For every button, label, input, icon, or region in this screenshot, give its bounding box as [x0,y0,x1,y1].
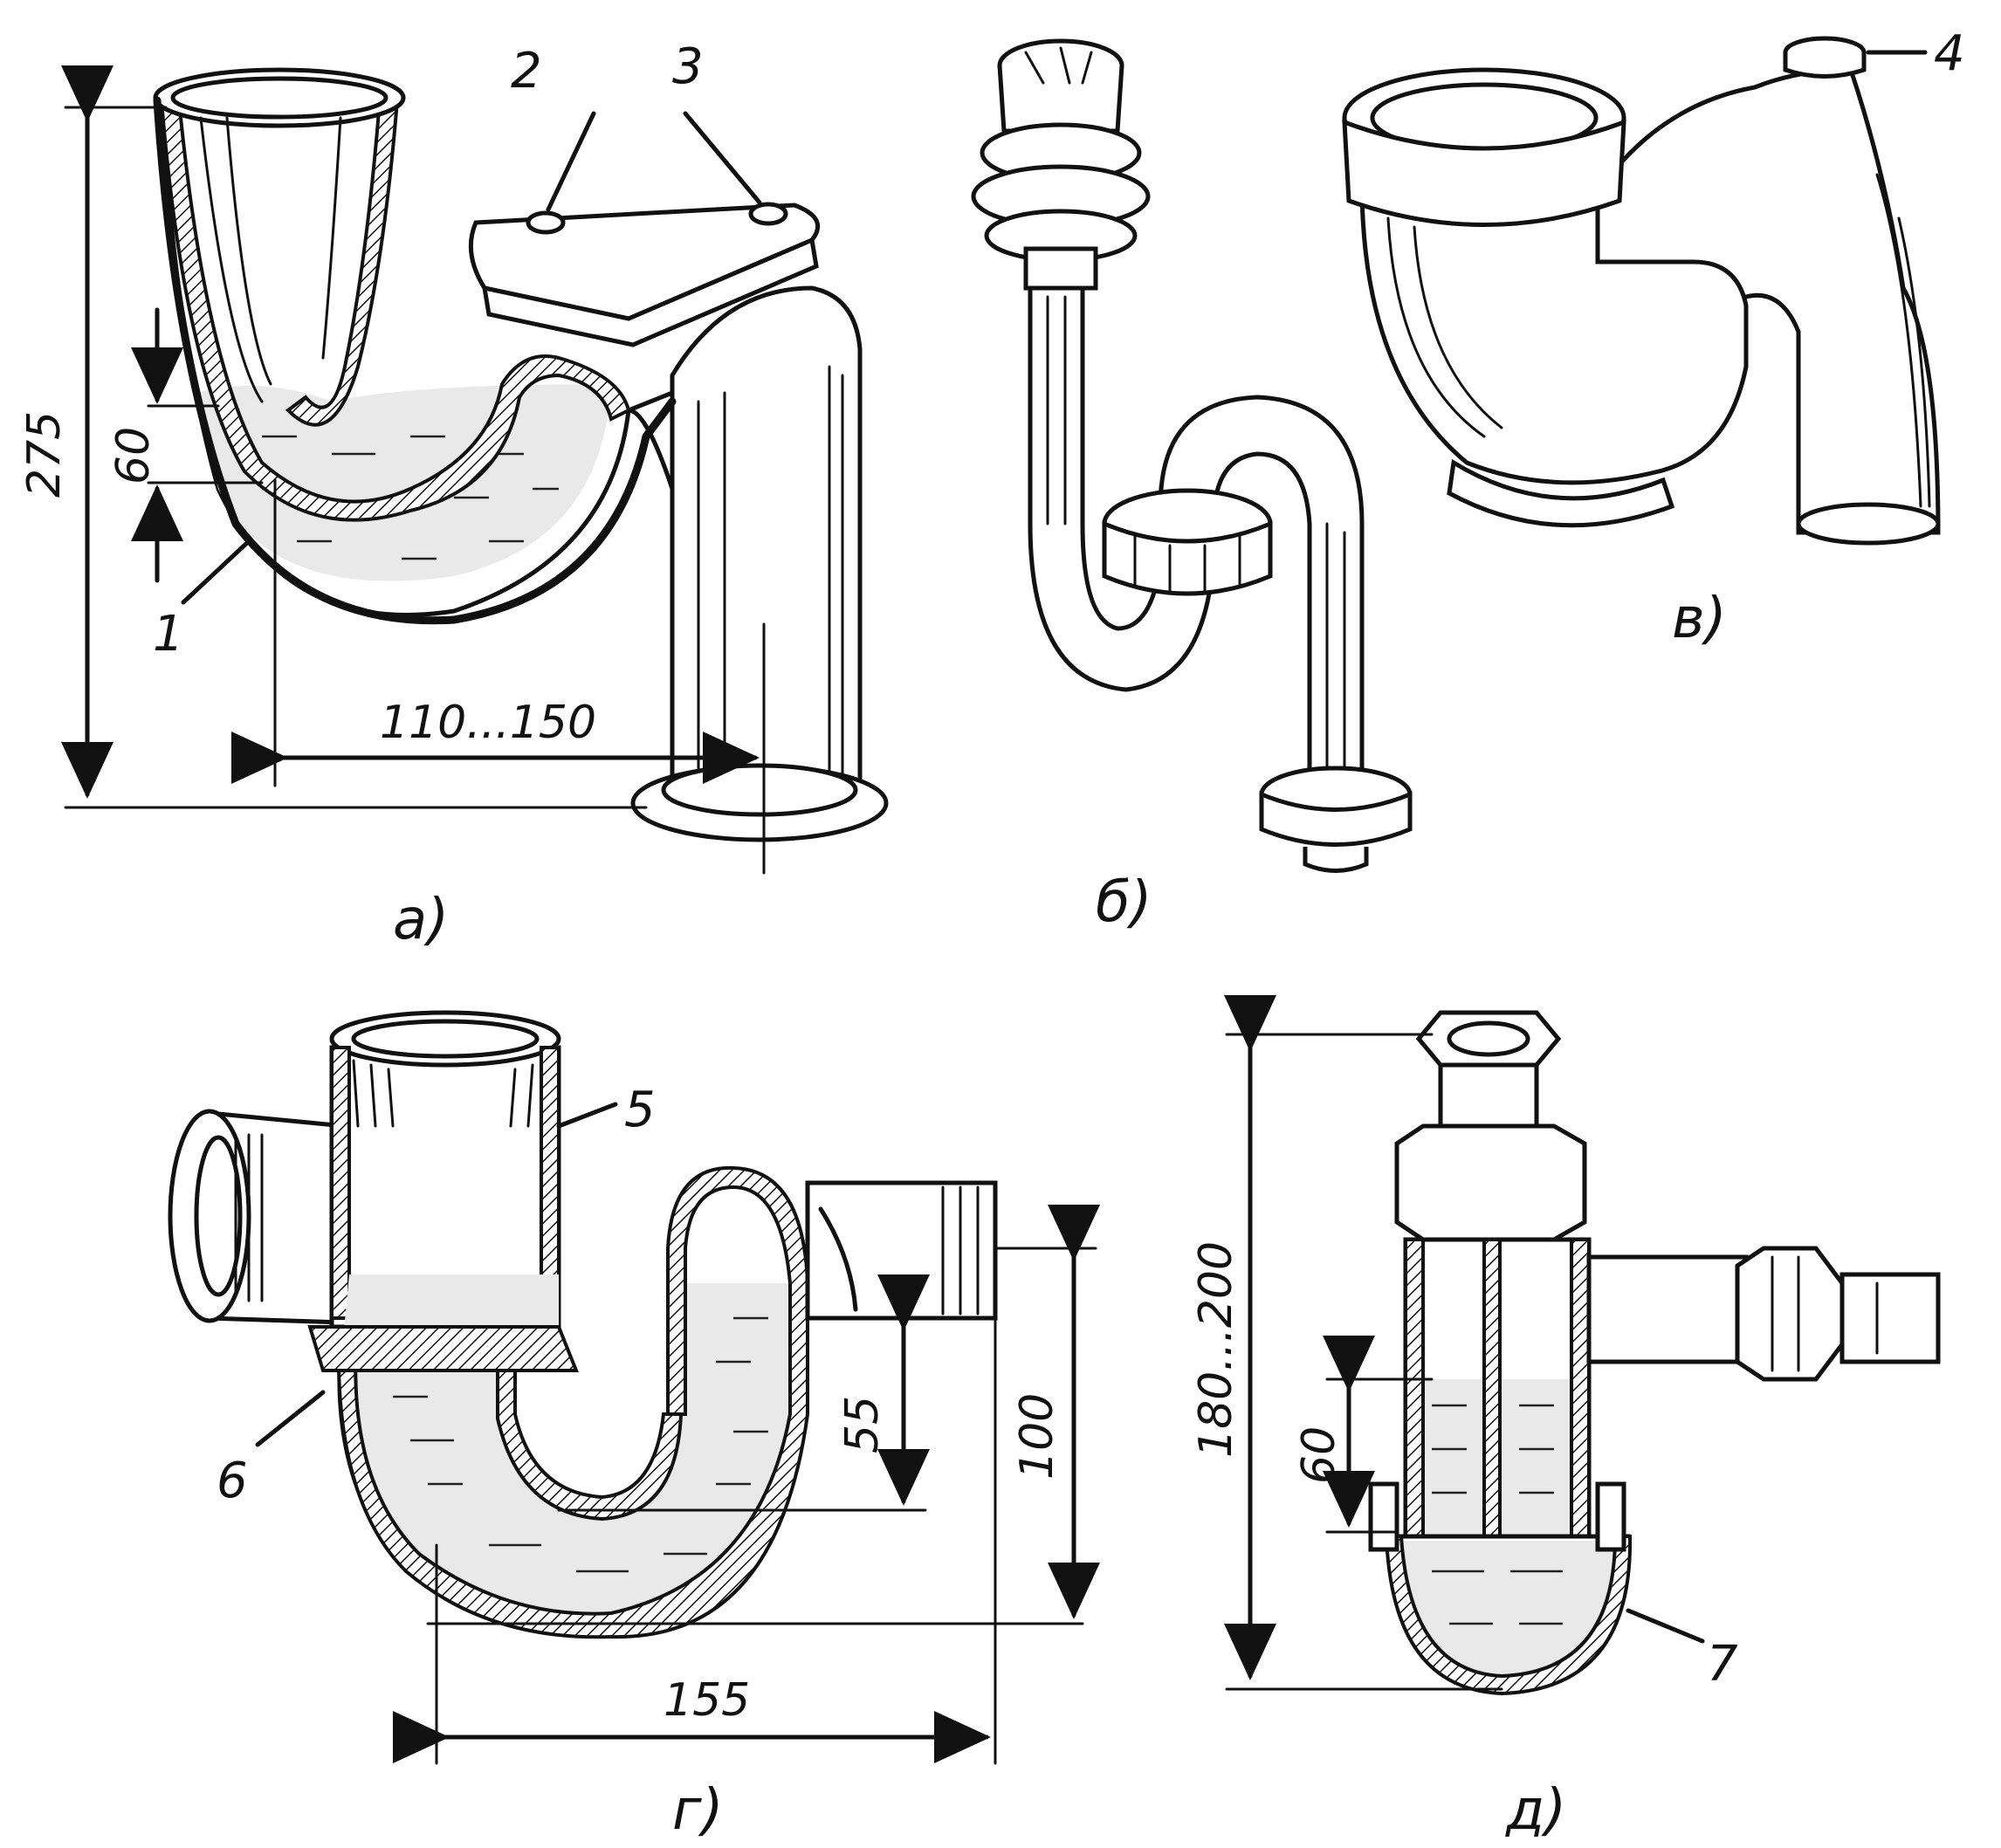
panel-b-caption: б) [1096,870,1152,935]
panel-b-siphon: б) [971,38,1413,935]
panel-g-siphon: 55 100 155 5 6 г) [168,1010,1100,1843]
panel-a-caption: а) [393,888,449,952]
panel-a-callout-3: 3 [672,38,704,95]
panel-g-dim-seal: 55 [836,1396,889,1453]
panel-d-dim-seal: 60 [1293,1426,1345,1484]
panel-v-callout-4: 4 [1934,25,1965,82]
panel-g-water-lines [384,1316,768,1573]
panel-a-dim-offset: 110...150 [380,697,596,749]
panel-d-callout-7: 7 [1707,1636,1738,1693]
panel-g-dim-height: 100 [1011,1393,1063,1480]
panel-a-callout-1: 1 [153,606,184,663]
panel-d-siphon: 180...200 60 7 д) [1190,995,1941,1843]
panel-v-caption: в) [1672,587,1727,651]
panel-a-dim-seal: 60 [107,427,160,484]
panel-d-dim-height: 180...200 [1190,1241,1242,1458]
panel-v-siphon: 4 в) [1342,25,1965,651]
panel-a-callout-2: 2 [511,43,542,100]
panel-g-callout-5: 5 [624,1082,656,1138]
panel-d-caption: д) [1505,1778,1566,1843]
panel-g-dim-width: 155 [664,1674,750,1727]
panel-g-caption: г) [672,1778,724,1843]
panel-d-water-lines [1432,1404,1563,1625]
panel-a-dim-height: 275 [18,411,71,498]
panel-g-callout-6: 6 [217,1453,248,1509]
panel-a-siphon: 275 60 110...150 1 2 3 а) [18,38,889,952]
